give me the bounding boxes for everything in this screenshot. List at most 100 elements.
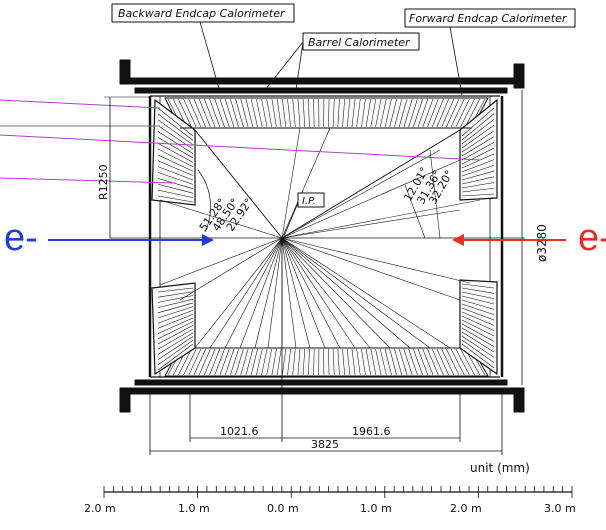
barrel-crystal-line (209, 98, 221, 128)
endcap-crystal-line (157, 336, 194, 360)
barrel-crystal-line (380, 98, 387, 128)
scale-tick-label-3: 1.0 m (360, 502, 392, 515)
endcap-crystal-line (461, 323, 495, 342)
barrel-crystal-line (183, 348, 197, 376)
barrel-crystal-line (450, 348, 465, 376)
endcap-crystal-line (461, 311, 495, 326)
endcap-crystal-line (461, 303, 495, 315)
barrel-crystal-line (282, 98, 287, 128)
barrel-crystal-line (271, 98, 277, 128)
endcap-crystal-line (157, 295, 194, 303)
barrel-crystal-line (178, 348, 192, 376)
barrel-crystal-line (455, 98, 470, 128)
barrel-crystal-line (271, 348, 277, 376)
backward-length-label: 1021.6 (220, 425, 259, 438)
endcap-crystal-line (157, 172, 194, 185)
endcap-crystal-line (461, 124, 495, 149)
barrel-crystal-line (398, 348, 408, 376)
ip-fan-line (281, 237, 451, 349)
barrel-crystal-line (394, 348, 403, 376)
endcap-crystal-line (157, 148, 194, 168)
barrel-crystal-line (450, 98, 465, 128)
barrel-crystal-line (427, 98, 439, 128)
barrel-label-group: Barrel Calorimeter (264, 32, 420, 91)
barrel-crystal-line (441, 348, 455, 376)
forward-endcap (459, 98, 498, 376)
endcap-crystal-line (157, 195, 194, 203)
ip-fan-line (281, 237, 411, 349)
ip-fan-line (281, 237, 471, 284)
barrel-crystal-line (266, 348, 272, 376)
ip-leader (283, 202, 299, 237)
endcap-crystal-line (157, 298, 194, 308)
scale-bar: 2.0 m 1.0 m 0.0 m 1.0 m 2.0 m 3.0 m (84, 486, 576, 515)
barrel-crystal-line (375, 348, 382, 376)
endcap-crystal-line (461, 193, 495, 197)
barrel-crystal-line (436, 348, 449, 376)
endcap-crystal-line (461, 187, 495, 193)
purple-track-3 (0, 177, 176, 184)
ip-fan-lines (159, 127, 481, 349)
scale-tick-label-4: 2.0 m (450, 502, 482, 515)
barrel-crystal-line (235, 348, 244, 376)
endcap-crystal-line (157, 125, 194, 150)
endcap-crystal-line (461, 335, 495, 358)
barrel-crystal-line (460, 98, 475, 128)
endcap-crystal-line (461, 319, 495, 337)
barrel-crystal-line (361, 98, 366, 128)
endcap-crystal-line (461, 287, 495, 294)
endcap-crystal-line (461, 136, 495, 157)
ip-fan-line (281, 159, 461, 239)
barrel-crystal-line (266, 98, 272, 128)
barrel-crystal-line (403, 348, 413, 376)
barrel-crystal-line (403, 98, 413, 128)
endcap-crystal-line (461, 315, 495, 331)
ip-label-box (297, 192, 325, 208)
barrel-crystal-line (224, 98, 235, 128)
barrel-crystal-line (250, 348, 258, 376)
backward-angles: 51.28° 48.50° 22.92° (197, 169, 256, 234)
barrel-crystal-line (188, 348, 202, 376)
endcap-crystal-line (461, 142, 495, 161)
barrel-crystal-line (389, 98, 397, 128)
ip-fan-line (281, 237, 461, 301)
endcap-crystal-line (157, 340, 194, 366)
barrel-crystal-line (332, 98, 335, 128)
left-beam: e- (4, 217, 214, 259)
endcap-crystal-line (461, 119, 495, 145)
forward-endcap-leader (449, 26, 463, 96)
endcap-crystal-line (157, 287, 194, 293)
ip-fan-line (281, 237, 371, 349)
barrel-crystal-line (183, 98, 197, 128)
endcap-crystal-line (157, 160, 194, 176)
barrel-crystal-line (256, 348, 263, 376)
ip-fan-line (281, 237, 356, 349)
endcap-crystal-line (461, 176, 495, 185)
barrel-crystal-line (224, 348, 235, 376)
barrel-crystal-line (365, 98, 371, 128)
barrel-crystal-line (446, 98, 460, 128)
endcap-crystal-line (157, 343, 194, 371)
endcap-crystal-line (157, 178, 194, 190)
endcap-crystal-line (461, 182, 495, 189)
purple-track-1 (0, 99, 161, 109)
right-beam-label: e- (578, 217, 606, 259)
barrel-crystal-line (465, 98, 481, 128)
barrel-crystal-line (261, 98, 268, 128)
barrel-crystal-line (204, 348, 216, 376)
forward-length-label: 1961.6 (352, 425, 391, 438)
endcap-crystal-line (461, 113, 495, 141)
radius-label: R1250 (97, 164, 110, 200)
endcap-crystal-line (461, 159, 495, 173)
barrel-crystal-line (297, 98, 301, 128)
barrel-crystal-line (245, 348, 254, 376)
ip-fan-line (281, 237, 391, 349)
total-length-label: 3825 (311, 438, 339, 451)
barrel-crystal-line (308, 348, 310, 376)
endcap-crystal-line (157, 184, 194, 194)
barrel-crystal-line (332, 348, 335, 376)
barrel-crystal-line (276, 98, 282, 128)
barrel-label-box (302, 32, 420, 51)
barrel-crystal-line (193, 348, 206, 376)
barrel-crystal-line (219, 98, 230, 128)
